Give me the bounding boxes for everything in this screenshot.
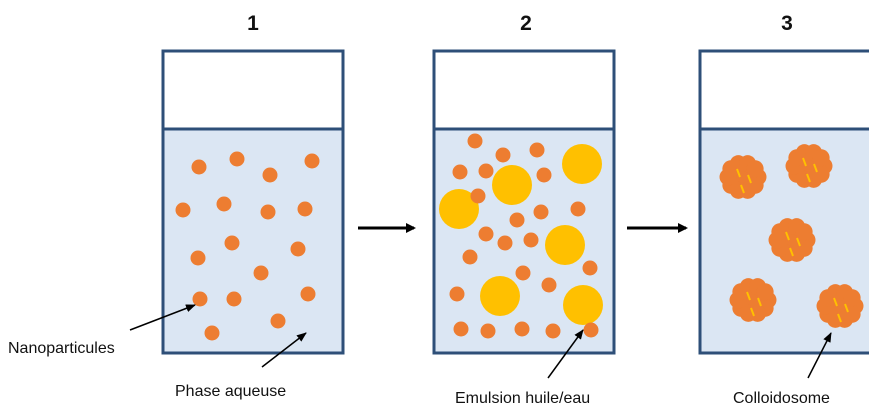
nanoparticle <box>452 164 468 180</box>
nanoparticle <box>523 232 539 248</box>
oil-core-fragment <box>844 303 849 313</box>
nanoparticle <box>746 160 764 178</box>
colloidosome-pointer-arrow <box>807 332 832 379</box>
colloidosome-label: Colloidosome <box>733 390 830 407</box>
nanoparticle <box>190 250 206 266</box>
nanoparticles-label: Nanoparticules <box>8 340 115 357</box>
nanoparticle <box>582 260 598 276</box>
oil-core-fragment <box>747 174 752 184</box>
aqueous-phase-pointer-arrow <box>261 332 307 368</box>
oil-core-fragment <box>746 291 751 301</box>
oil-droplet <box>480 276 520 316</box>
nanoparticle <box>224 235 240 251</box>
beaker-1 <box>161 49 345 355</box>
colloidosomes <box>719 144 864 328</box>
nanoparticle <box>478 163 494 179</box>
oil-core-fragment <box>806 173 811 183</box>
nanoparticle <box>533 204 549 220</box>
nanoparticle <box>304 153 320 169</box>
nanoparticle <box>570 201 586 217</box>
nanoparticle <box>270 313 286 329</box>
oil-droplet <box>563 285 603 325</box>
nanoparticle <box>583 322 599 338</box>
nanoparticle <box>462 249 478 265</box>
oil-droplet <box>545 225 585 265</box>
nanoparticle <box>514 321 530 337</box>
nanoparticles-pointer-arrow <box>129 304 196 331</box>
nanoparticle <box>795 223 813 241</box>
beaker-1-outline <box>161 49 345 355</box>
oil-core-fragment <box>813 163 818 173</box>
nanoparticle <box>495 147 511 163</box>
emulsion-particles <box>439 133 603 339</box>
oil-core-fragment <box>757 297 762 307</box>
oil-core-fragment <box>736 168 741 178</box>
emulsion-pointer-arrow <box>547 329 584 379</box>
nanoparticle <box>529 142 545 158</box>
nanoparticle <box>515 265 531 281</box>
oil-core-fragment <box>802 157 807 167</box>
nanoparticle <box>262 167 278 183</box>
beaker-3-outline <box>698 49 869 355</box>
nanoparticle <box>192 291 208 307</box>
nanoparticle <box>467 133 483 149</box>
oil-droplet <box>492 165 532 205</box>
nanoparticle <box>756 283 774 301</box>
nanoparticle <box>453 321 469 337</box>
nanoparticle <box>229 151 245 167</box>
nanoparticle <box>541 277 557 293</box>
oil-core-fragment <box>750 307 755 317</box>
nanoparticle <box>300 286 316 302</box>
nanoparticle <box>545 323 561 339</box>
colloidosome <box>768 218 816 262</box>
oil-core-fragment <box>796 237 801 247</box>
nanoparticle <box>290 241 306 257</box>
colloidosome <box>719 155 767 199</box>
nanoparticle <box>204 325 220 341</box>
nanoparticle <box>470 188 486 204</box>
oil-core-fragment <box>837 313 842 323</box>
colloidosome <box>729 278 777 322</box>
emulsion-label: Emulsion huile/eau <box>455 390 590 407</box>
nanoparticles-1 <box>175 151 320 341</box>
beaker-3 <box>698 49 869 355</box>
nanoparticle <box>497 235 513 251</box>
nanoparticle <box>480 323 496 339</box>
oil-core-fragment <box>785 231 790 241</box>
nanoparticle <box>216 196 232 212</box>
oil-core-fragment <box>740 184 745 194</box>
colloidosome <box>816 284 864 328</box>
nanoparticle <box>843 289 861 307</box>
colloidosome <box>785 144 833 188</box>
nanoparticle <box>478 226 494 242</box>
nanoparticle <box>509 212 525 228</box>
nanoparticle <box>812 149 830 167</box>
oil-core-fragment <box>789 247 794 257</box>
nanoparticle <box>191 159 207 175</box>
nanoparticle <box>175 202 191 218</box>
nanoparticle <box>260 204 276 220</box>
aqueous-phase-label: Phase aqueuse <box>175 383 286 400</box>
nanoparticle <box>253 265 269 281</box>
nanoparticle <box>226 291 242 307</box>
oil-droplet <box>562 144 602 184</box>
beaker-2 <box>432 49 616 355</box>
nanoparticle <box>536 167 552 183</box>
oil-droplet <box>439 189 479 229</box>
step-2-number: 2 <box>520 12 532 35</box>
nanoparticle <box>449 286 465 302</box>
oil-core-fragment <box>833 297 838 307</box>
nanoparticle <box>297 201 313 217</box>
step-3-number: 3 <box>781 12 793 35</box>
step-1-number: 1 <box>247 12 259 35</box>
beaker-2-outline <box>432 49 616 355</box>
